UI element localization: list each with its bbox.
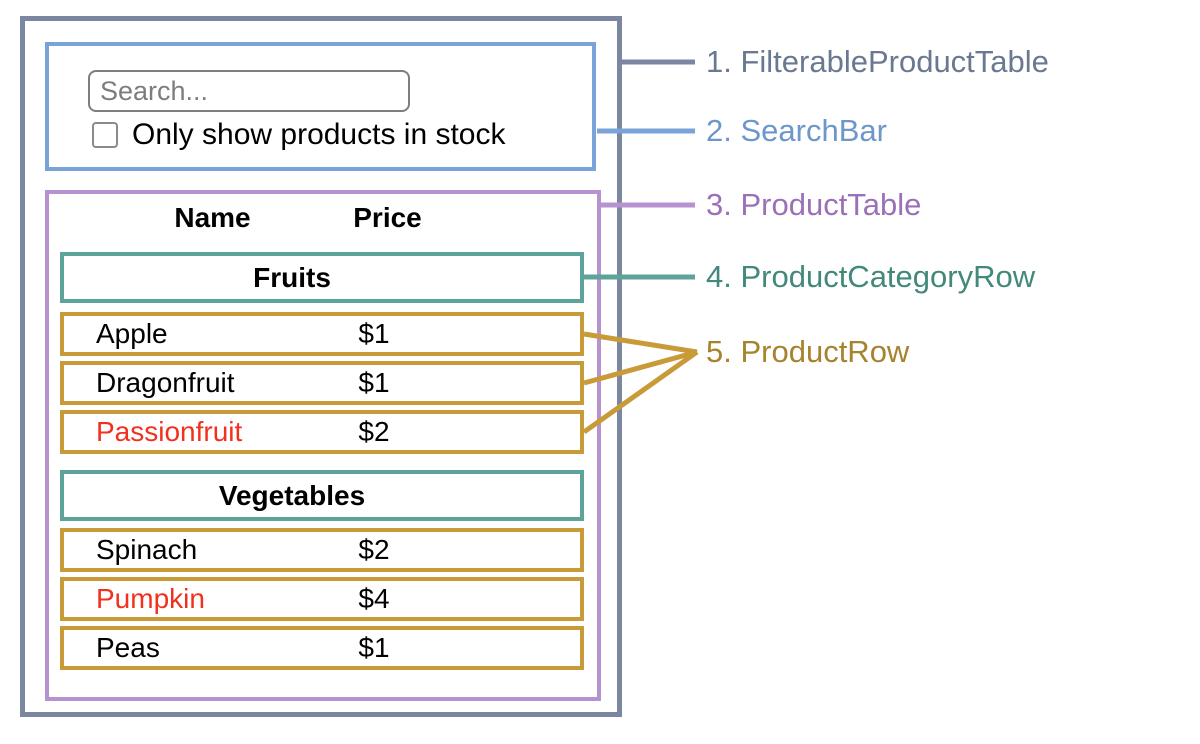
product-price-cell: $2 bbox=[358, 534, 390, 565]
search-input[interactable] bbox=[88, 70, 410, 112]
legend-item-product-table: 3. ProductTable bbox=[706, 187, 922, 222]
product-price-cell: $2 bbox=[358, 416, 390, 447]
column-header-price: Price bbox=[353, 202, 422, 233]
category-label: Fruits bbox=[253, 262, 331, 293]
product-row-dragonfruit: Dragonfruit $1 bbox=[60, 361, 584, 405]
column-header-name: Name bbox=[174, 202, 251, 233]
legend-item-filterable-product-table: 1. FilterableProductTable bbox=[706, 44, 1049, 79]
product-row-peas: Peas $1 bbox=[60, 626, 584, 670]
product-name-cell: Dragonfruit bbox=[96, 367, 235, 398]
legend-item-search-bar: 2. SearchBar bbox=[706, 113, 887, 148]
product-row-passionfruit: Passionfruit $2 bbox=[60, 410, 584, 454]
in-stock-checkbox-label: Only show products in stock bbox=[132, 118, 506, 151]
product-name-cell: Passionfruit bbox=[96, 416, 243, 447]
category-label: Vegetables bbox=[218, 480, 366, 511]
product-row-spinach: Spinach $2 bbox=[60, 528, 584, 572]
product-row-apple: Apple $1 bbox=[60, 312, 584, 356]
product-price-cell: $4 bbox=[358, 583, 390, 614]
product-category-row-fruits: Fruits bbox=[60, 252, 584, 303]
product-name-cell: Spinach bbox=[96, 534, 198, 565]
product-price-cell: $1 bbox=[358, 632, 390, 663]
product-price-cell: $1 bbox=[358, 318, 390, 349]
product-name-cell: Peas bbox=[96, 632, 160, 663]
product-row-pumpkin: Pumpkin $4 bbox=[60, 577, 584, 621]
product-name-cell: Pumpkin bbox=[96, 583, 205, 614]
legend-item-product-row: 5. ProductRow bbox=[706, 334, 910, 369]
product-name-cell: Apple bbox=[96, 318, 168, 349]
product-category-row-vegetables: Vegetables bbox=[60, 470, 584, 521]
product-price-cell: $1 bbox=[358, 367, 390, 398]
in-stock-checkbox[interactable] bbox=[92, 122, 118, 148]
legend-item-product-category-row: 4. ProductCategoryRow bbox=[706, 259, 1036, 294]
